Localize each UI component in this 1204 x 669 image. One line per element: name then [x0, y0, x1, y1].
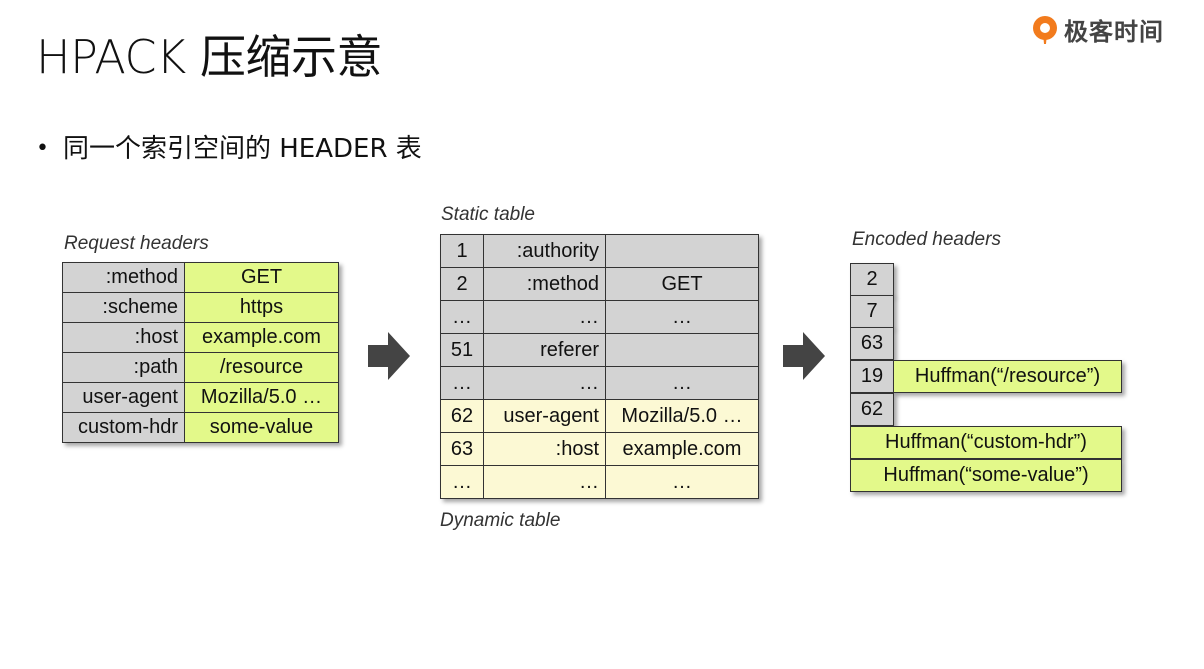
value-cell: … — [605, 366, 759, 400]
bullet-item: • 同一个索引空间的 HEADER 表 — [36, 128, 422, 165]
static-table-row: ……… — [440, 300, 759, 334]
brand-logo-icon — [1030, 15, 1060, 45]
header-value-cell: https — [184, 292, 339, 323]
header-value-cell: some-value — [184, 412, 339, 443]
header-name-cell: user-agent — [62, 382, 185, 413]
huffman-literal-cell: Huffman(“some-value”) — [850, 459, 1122, 492]
brand-logo-block: 极客时间 — [1030, 12, 1164, 47]
value-cell: … — [605, 465, 759, 499]
arrow-right-icon — [783, 332, 825, 380]
index-cell: 63 — [440, 432, 484, 466]
name-cell: … — [483, 366, 606, 400]
value-cell: … — [605, 300, 759, 334]
index-cell: 51 — [440, 333, 484, 367]
header-value-cell: GET — [184, 262, 339, 293]
bullet-text: 同一个索引空间的 HEADER 表 — [62, 134, 422, 164]
name-cell: :method — [483, 267, 606, 301]
dynamic-table-row: ……… — [440, 465, 759, 499]
encoded-index-cell: 2 — [850, 263, 894, 296]
encoded-headers-caption: Encoded headers — [852, 229, 1001, 250]
name-cell: … — [483, 465, 606, 499]
dynamic-table-caption: Dynamic table — [440, 510, 561, 531]
name-cell: referer — [483, 333, 606, 367]
header-value-cell: Mozilla/5.0 … — [184, 382, 339, 413]
bullet-dot: • — [36, 136, 49, 161]
name-cell: :host — [483, 432, 606, 466]
value-cell: GET — [605, 267, 759, 301]
index-cell: 62 — [440, 399, 484, 433]
static-table-caption: Static table — [441, 204, 535, 225]
header-value-cell: /resource — [184, 352, 339, 383]
encoded-index-cell: 19 — [850, 360, 894, 393]
header-name-cell: :path — [62, 352, 185, 383]
index-cell: 2 — [440, 267, 484, 301]
arrow-right-icon — [368, 332, 410, 380]
value-cell: Mozilla/5.0 … — [605, 399, 759, 433]
header-name-cell: :scheme — [62, 292, 185, 323]
brand-name: 极客时间 — [1064, 18, 1164, 46]
name-cell: user-agent — [483, 399, 606, 433]
name-cell: :authority — [483, 234, 606, 268]
value-cell: example.com — [605, 432, 759, 466]
value-cell — [605, 333, 759, 367]
encoded-index-cell: 7 — [850, 295, 894, 328]
encoded-index-cell: 62 — [850, 393, 894, 426]
header-value-cell: example.com — [184, 322, 339, 353]
index-cell: … — [440, 366, 484, 400]
index-cell: … — [440, 465, 484, 499]
header-name-cell: custom-hdr — [62, 412, 185, 443]
header-name-cell: :host — [62, 322, 185, 353]
index-cell: … — [440, 300, 484, 334]
encoded-index-cell: 63 — [850, 327, 894, 360]
index-cell: 1 — [440, 234, 484, 268]
request-header-row: :path/resource — [62, 352, 339, 383]
static-table-row: ……… — [440, 366, 759, 400]
request-headers-caption: Request headers — [64, 233, 209, 254]
huffman-literal-cell: Huffman(“/resource”) — [893, 360, 1122, 393]
huffman-literal-cell: Huffman(“custom-hdr”) — [850, 426, 1122, 459]
header-name-cell: :method — [62, 262, 185, 293]
value-cell — [605, 234, 759, 268]
static-table-row: 1:authority — [440, 234, 759, 268]
name-cell: … — [483, 300, 606, 334]
slide-title: HPACK 压缩示意 — [36, 30, 382, 84]
